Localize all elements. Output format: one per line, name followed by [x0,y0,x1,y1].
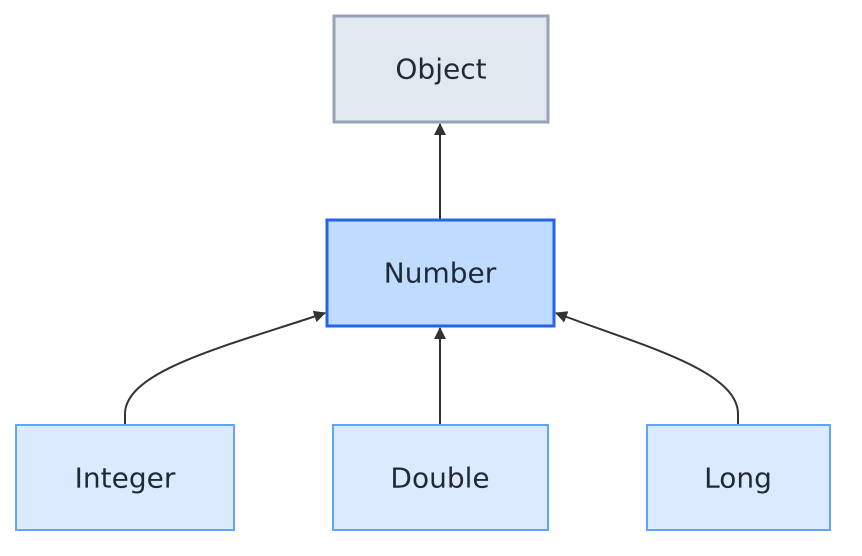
node-number-label: Number [384,257,497,290]
edge-integer-to-number [124,310,326,424]
edge-long-to-number [555,311,739,424]
node-double-box [332,424,549,531]
node-object[interactable]: Object [332,14,550,124]
node-object-box [332,14,550,124]
node-integer[interactable]: Integer [15,424,235,531]
node-number[interactable]: Number [325,218,556,328]
node-long[interactable]: Long [646,424,831,531]
node-object-label: Object [395,53,486,86]
node-long-box [646,424,831,531]
node-number-box [325,218,556,328]
node-double-label: Double [390,462,489,495]
node-long-label: Long [704,462,772,495]
node-double[interactable]: Double [332,424,549,531]
edges [124,123,739,424]
node-integer-box [15,424,235,531]
node-integer-label: Integer [75,462,176,495]
